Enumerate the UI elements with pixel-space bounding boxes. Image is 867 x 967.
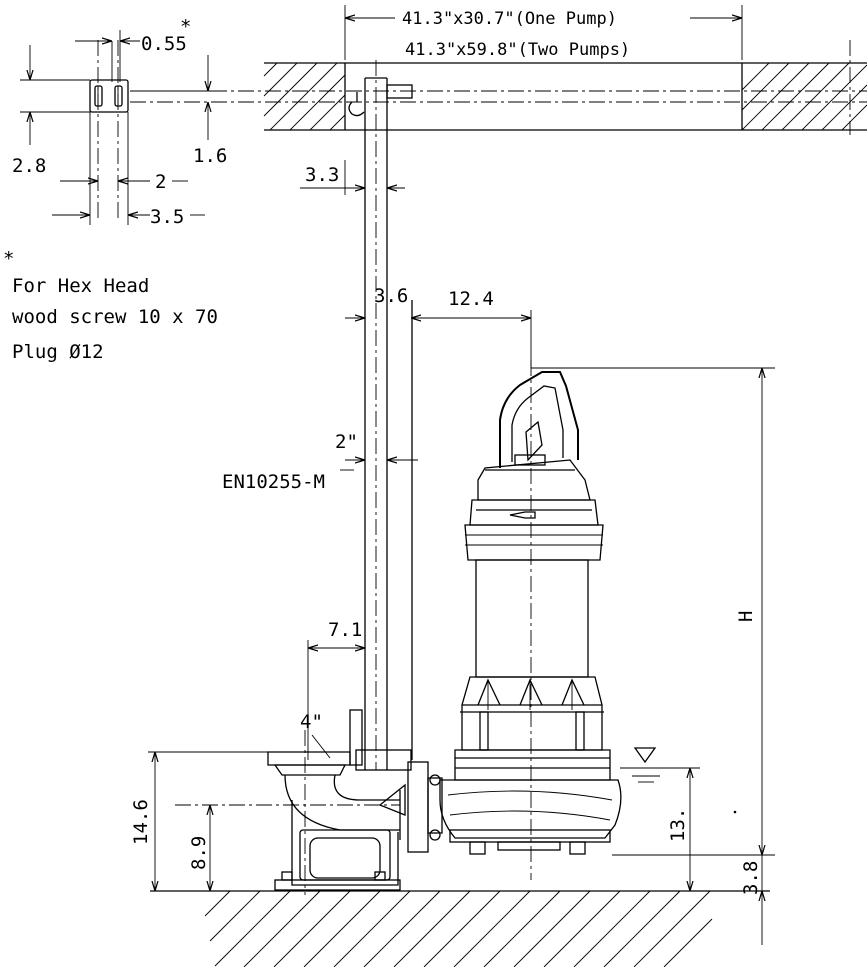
note-line-1: For Hex Head	[12, 275, 149, 297]
dim-3-3: 3.3	[305, 164, 339, 186]
dim-asterisk: *	[180, 16, 191, 38]
dim-2-inch: 2"	[335, 431, 358, 453]
dim-3-5: 3.5	[150, 206, 184, 228]
pump-body	[407, 360, 622, 880]
guide-rail-pipes	[348, 60, 413, 770]
dim-7-1-group: 7.1	[307, 619, 365, 760]
dim-3-6-12-4: 3.6 12.4	[345, 285, 532, 368]
dim-7-1: 7.1	[328, 619, 362, 641]
dim-1-6: 1.6	[193, 145, 227, 167]
dim-0-55: 0.55	[141, 33, 187, 55]
fixing-note: * For Hex Head wood screw 10 x 70 Plug Ø…	[3, 248, 218, 363]
note-marker: *	[3, 248, 14, 270]
pipe-standard: EN10255-M	[222, 471, 325, 493]
dim-3-8: 3.8	[740, 861, 762, 895]
top-dimension: 41.3"x30.7"(One Pump) 41.3"x59.8"(Two Pu…	[344, 5, 743, 60]
dim-two-pumps: 41.3"x59.8"(Two Pumps)	[405, 40, 630, 60]
dim-12-4: 12.4	[448, 288, 494, 310]
dim-h: H	[735, 611, 757, 622]
dim-14-6: 14.6	[130, 799, 152, 845]
sump-floor	[150, 890, 770, 967]
duck-foot-bend: 4"	[175, 709, 412, 895]
left-dimensions: 14.6 8.9	[130, 751, 350, 891]
right-dimensions: H 3.8 13.	[612, 368, 775, 945]
dim-one-pump: 41.3"x30.7"(One Pump)	[402, 9, 617, 29]
dim-2in-group: 2" EN10255-M	[222, 431, 418, 493]
note-line-2: wood screw 10 x 70	[12, 306, 218, 328]
dim-3-6: 3.6	[374, 285, 408, 307]
dim-8-9: 8.9	[188, 836, 210, 870]
dim-3-3-group: 3.3	[300, 160, 405, 195]
dim-2: 2	[155, 171, 166, 193]
dim-4-inch: 4"	[300, 711, 323, 733]
note-line-3: Plug Ø12	[12, 341, 104, 363]
dim-2-8: 2.8	[12, 155, 46, 177]
bracket-detail: 0.55 * 2.8 1.6 2 3.5	[12, 16, 227, 228]
dim-13: 13.	[667, 808, 689, 842]
